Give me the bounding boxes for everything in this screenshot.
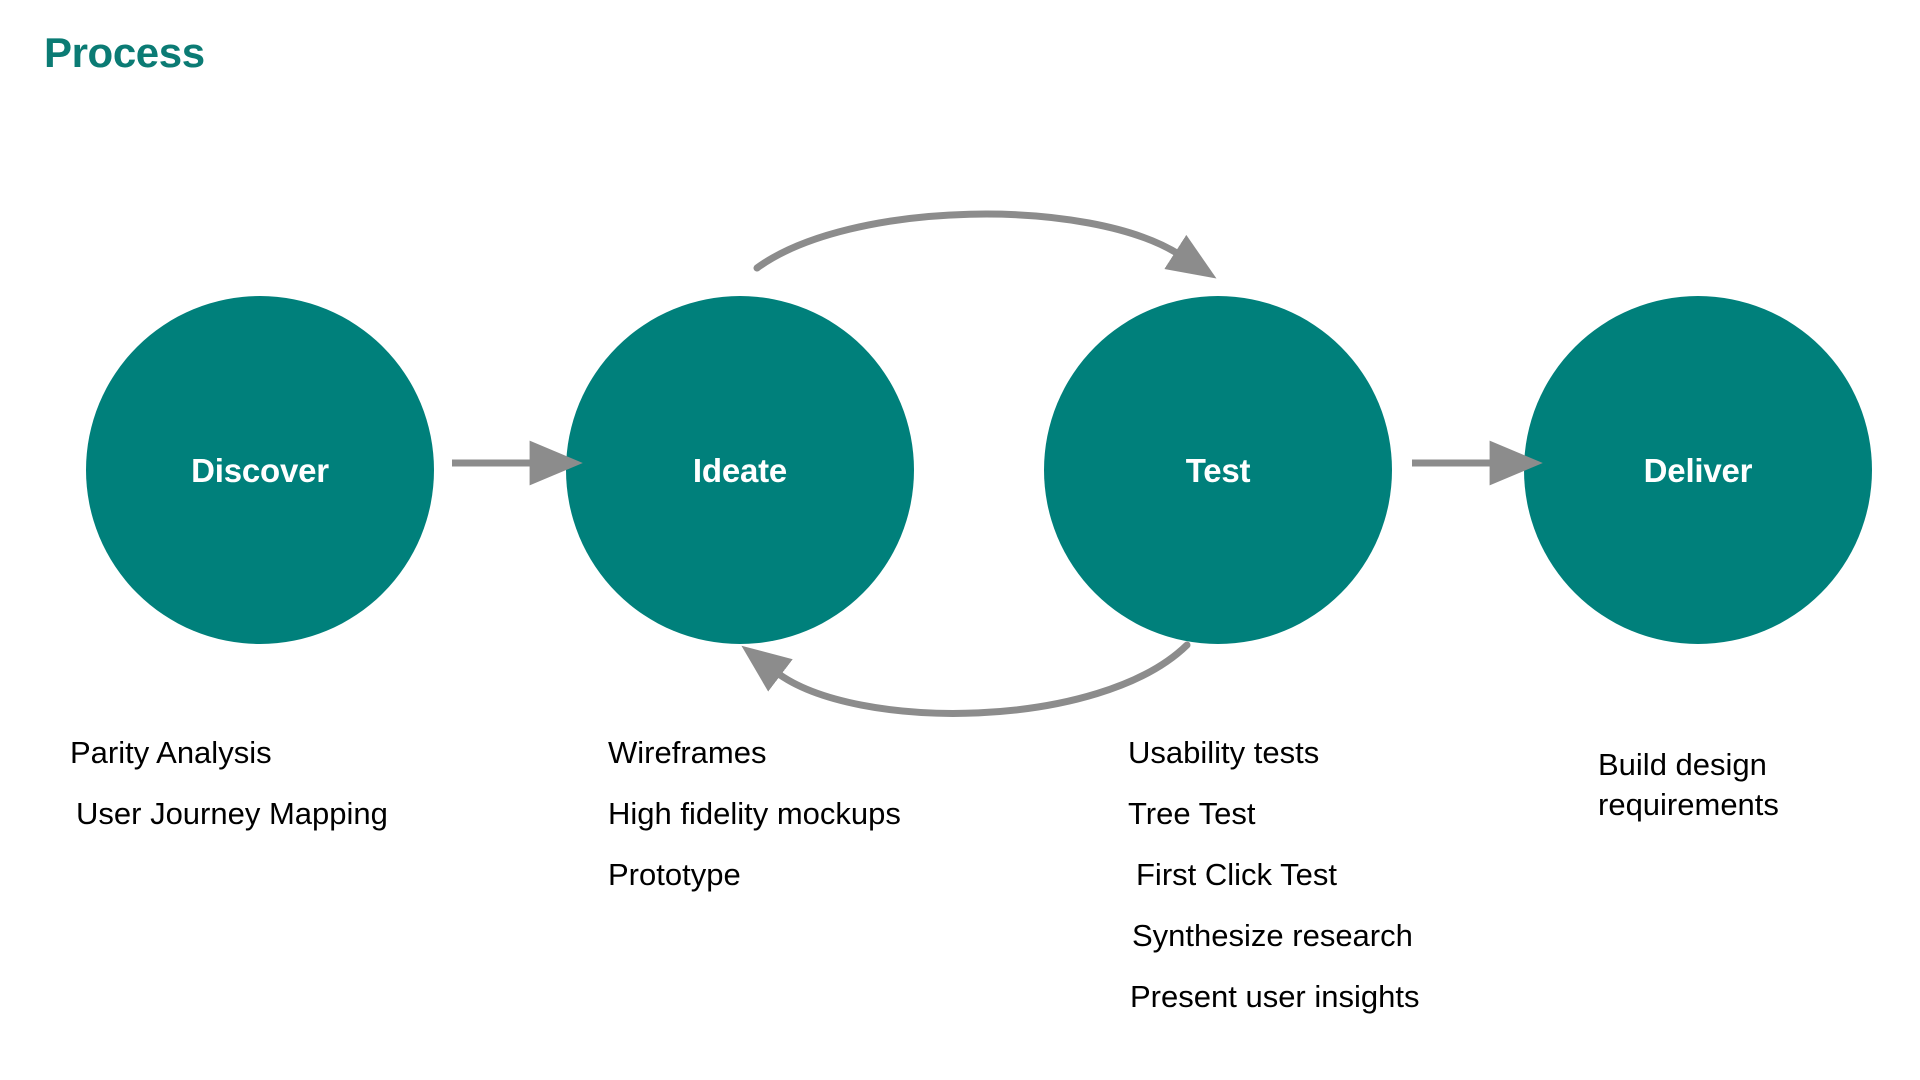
detail-item: User Journey Mapping bbox=[76, 796, 388, 831]
stage-circle-discover[interactable]: Discover bbox=[86, 296, 434, 644]
stage-label-deliver: Deliver bbox=[1643, 451, 1753, 489]
detail-item: Synthesize research bbox=[1132, 918, 1413, 953]
arrow-ideate-to-test-top bbox=[753, 210, 1217, 279]
detail-item: First Click Test bbox=[1136, 857, 1337, 892]
detail-item: Tree Test bbox=[1128, 796, 1256, 831]
detail-column-deliver: Build design requirements bbox=[1598, 745, 1878, 824]
stage-label-discover: Discover bbox=[191, 451, 329, 489]
stage-circle-deliver[interactable]: Deliver bbox=[1524, 296, 1872, 644]
stage-circle-test[interactable]: Test bbox=[1044, 296, 1392, 644]
detail-item: High fidelity mockups bbox=[608, 796, 901, 831]
detail-column-ideate: Wireframes High fidelity mockups Prototy… bbox=[608, 737, 901, 890]
stage-circle-ideate[interactable]: Ideate bbox=[566, 296, 914, 644]
detail-item: Parity Analysis bbox=[70, 735, 272, 770]
detail-item: Wireframes bbox=[608, 735, 767, 770]
arrow-test-to-ideate-bottom bbox=[741, 641, 1191, 717]
stage-label-test: Test bbox=[1185, 451, 1251, 489]
detail-item: Usability tests bbox=[1128, 735, 1320, 770]
detail-item: Prototype bbox=[608, 857, 741, 892]
page-title: Process bbox=[44, 29, 205, 76]
detail-column-discover: Parity Analysis User Journey Mapping bbox=[70, 737, 388, 829]
detail-item: Build design requirements bbox=[1598, 747, 1779, 822]
detail-item: Present user insights bbox=[1130, 979, 1420, 1014]
stage-label-ideate: Ideate bbox=[692, 451, 788, 489]
detail-column-test: Usability tests Tree Test First Click Te… bbox=[1128, 737, 1419, 1012]
